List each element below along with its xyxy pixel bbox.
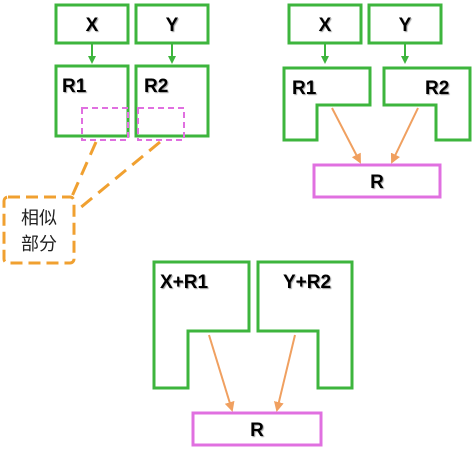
label-r: R bbox=[250, 420, 264, 441]
label-r: R bbox=[370, 172, 384, 193]
box-r bbox=[312, 163, 442, 199]
shape-r2 bbox=[382, 66, 472, 142]
arrow-left-to-r bbox=[208, 334, 235, 412]
label-x: X bbox=[319, 15, 332, 36]
similar-region-r1 bbox=[81, 107, 129, 141]
similar-region-r2 bbox=[137, 107, 185, 141]
box-r1 bbox=[54, 64, 130, 138]
label-x-r1: X+R1 bbox=[160, 272, 208, 293]
panel-a: X Y R1 R2 相似 部分 bbox=[2, 3, 210, 265]
label-r1: R1 bbox=[292, 78, 317, 99]
arrow-r1-to-r bbox=[331, 107, 361, 164]
label-y-r2: Y+R2 bbox=[283, 272, 331, 293]
label-r2: R2 bbox=[425, 78, 449, 99]
shape-y-r2 bbox=[256, 260, 354, 390]
arrow-r2-to-r bbox=[390, 107, 419, 164]
callout-text-line2: 部分 bbox=[21, 234, 57, 255]
shape-r1 bbox=[282, 66, 372, 142]
label-r1: R1 bbox=[62, 76, 87, 97]
label-y: Y bbox=[166, 15, 179, 36]
box-r bbox=[191, 411, 323, 447]
callout-text-line1: 相似 bbox=[21, 208, 57, 229]
panel-b: X Y R1 R2 R bbox=[282, 3, 472, 199]
box-r2 bbox=[134, 64, 210, 138]
label-x: X bbox=[86, 15, 99, 36]
arrow-right-to-r bbox=[274, 334, 296, 412]
label-r2: R2 bbox=[144, 76, 168, 97]
dashed-pointer-2 bbox=[79, 140, 161, 210]
panel-c: X+R1 Y+R2 R bbox=[152, 260, 354, 447]
label-y: Y bbox=[399, 15, 412, 36]
callout-box bbox=[2, 195, 76, 265]
shape-x-r1 bbox=[152, 260, 251, 390]
